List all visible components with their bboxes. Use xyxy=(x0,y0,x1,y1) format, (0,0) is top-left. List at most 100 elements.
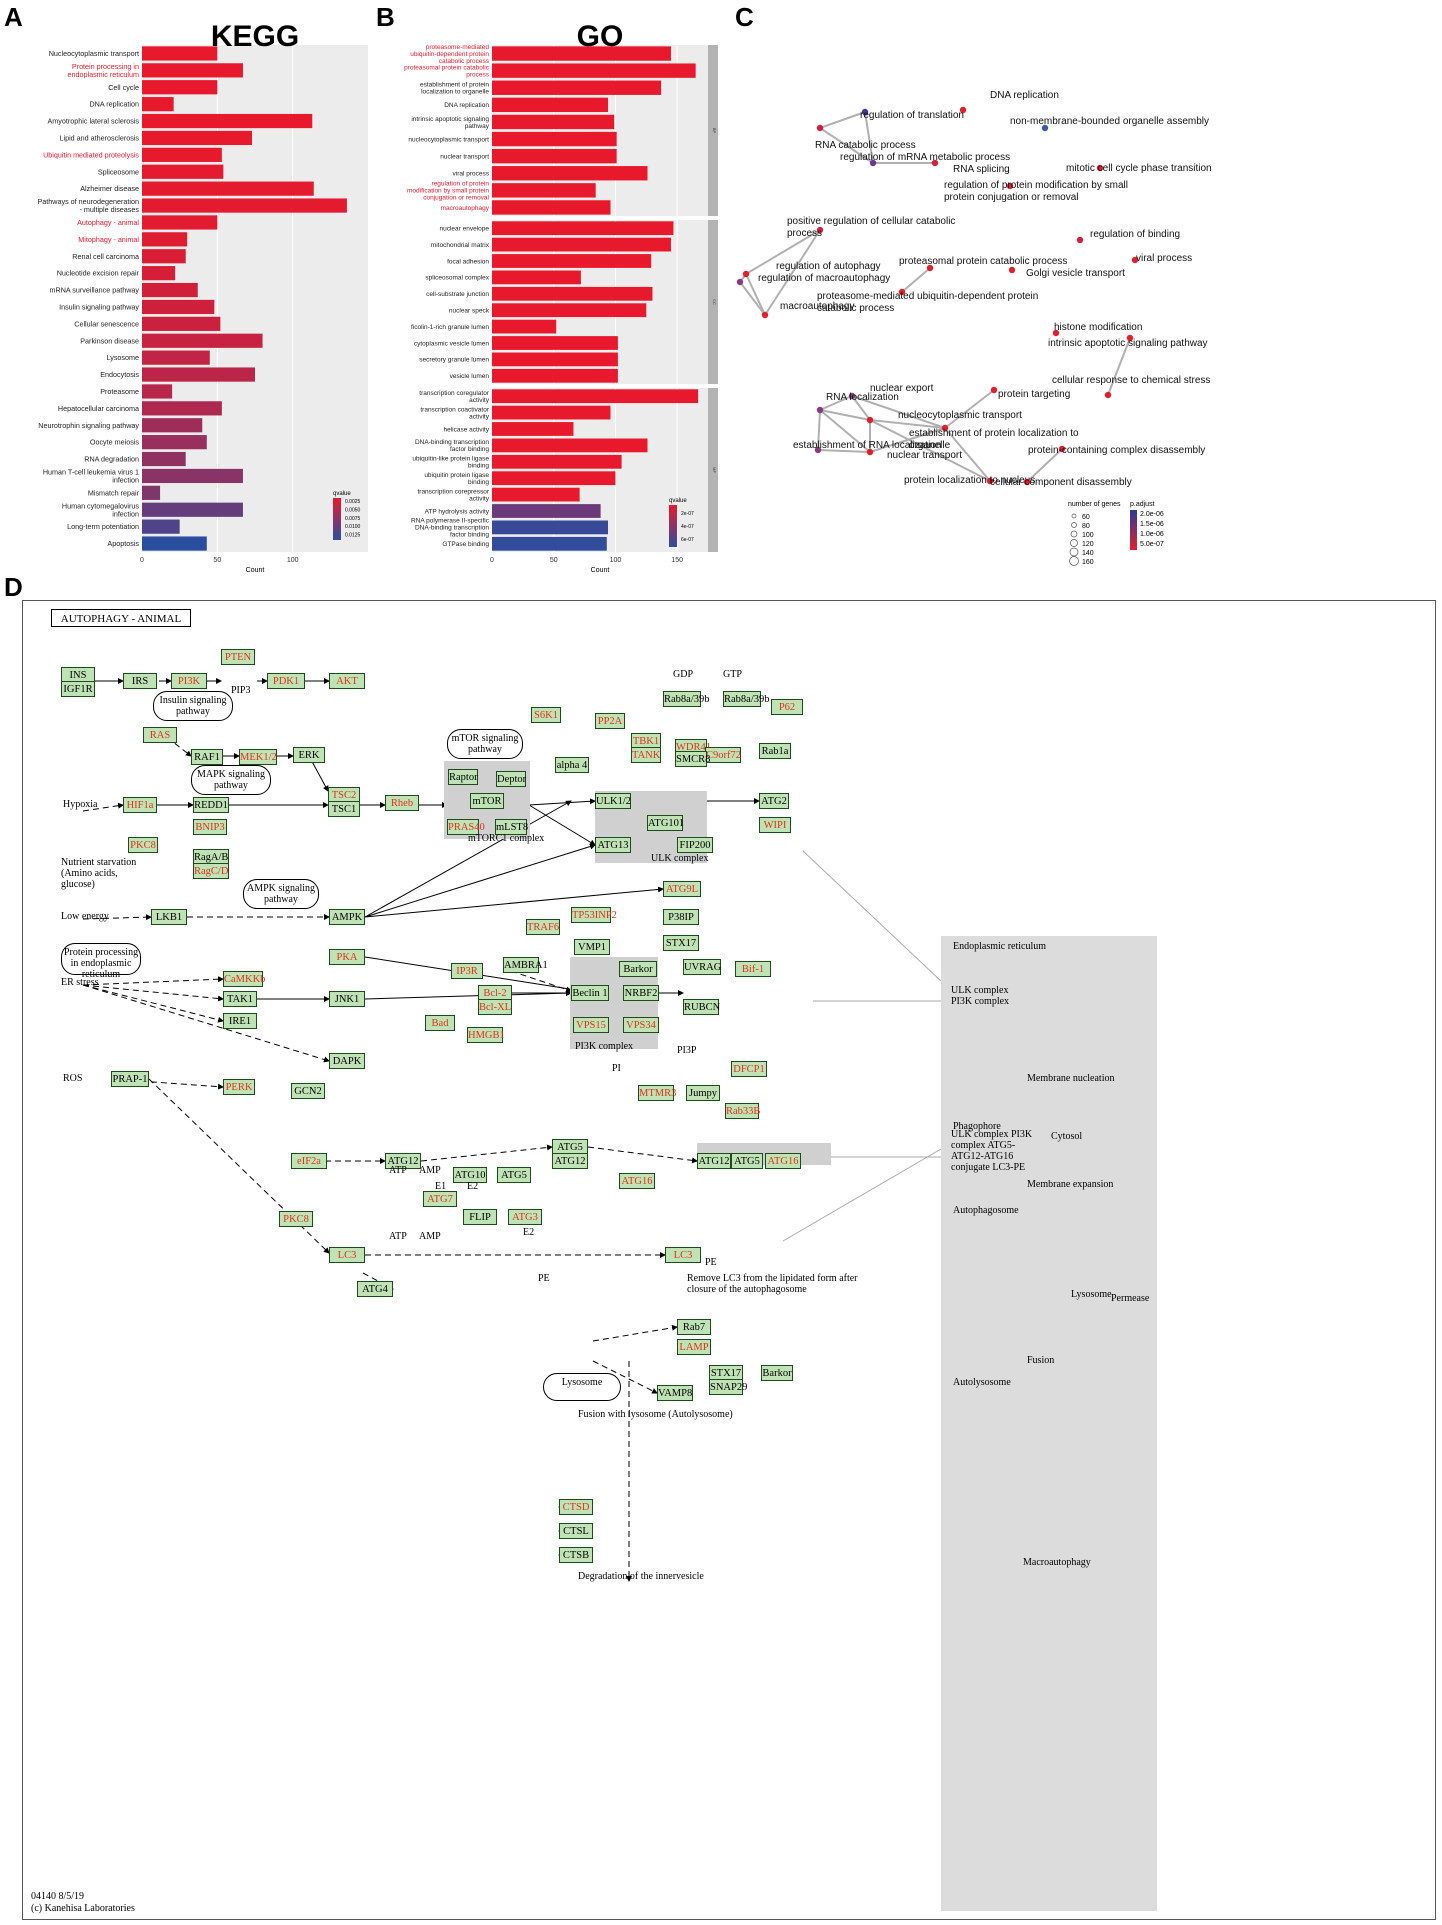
network-node xyxy=(1131,256,1139,264)
network-edge xyxy=(817,409,821,451)
go-bar xyxy=(492,131,617,147)
kegg-bar xyxy=(142,232,188,247)
go-bar xyxy=(492,422,574,436)
pathway-footer-id: 04140 8/5/19 xyxy=(31,1891,85,1902)
pathway-label-e2a: E2 xyxy=(467,1181,479,1192)
go-bar xyxy=(492,114,615,130)
go-y-tick-label: spliceosomal complex xyxy=(425,275,489,282)
network-color-legend-bar xyxy=(1130,510,1137,550)
go-y-tick-label: nucleocytoplasmic transport xyxy=(408,136,489,143)
go-x-tick-label: 150 xyxy=(671,557,683,564)
go-bar xyxy=(492,270,581,285)
go-facet-strip xyxy=(708,388,718,552)
pathway-label-pe1: PE xyxy=(538,1273,550,1284)
go-bar xyxy=(492,319,557,334)
pathway-connector xyxy=(110,1078,224,1090)
gene-box: RAF1 xyxy=(191,749,223,765)
network-node xyxy=(861,108,869,116)
go-bar xyxy=(492,368,618,383)
kegg-legend-tick: 0.0125 xyxy=(345,533,361,539)
go-bar xyxy=(492,80,662,95)
gene-box: AMPK xyxy=(329,909,365,925)
network-size-legend-circle xyxy=(1071,522,1077,528)
gene-box: TANK xyxy=(631,747,661,763)
gene-box: RagC/D xyxy=(193,863,229,879)
gene-box: ATG13 xyxy=(595,837,631,853)
pathway-label-lysosome2: Lysosome xyxy=(1071,1289,1112,1300)
gene-box: Rheb xyxy=(385,795,419,811)
gene-box: PERK xyxy=(223,1079,255,1095)
network-size-legend-circle xyxy=(1069,547,1079,557)
network-node-label: Golgi vesicle transport xyxy=(1026,268,1125,279)
go-facet-strip xyxy=(708,220,718,384)
network-node-label: catabolic process xyxy=(817,303,894,314)
pathway-footer-copyright: (c) Kanehisa Laboratories xyxy=(31,1903,135,1914)
kegg-legend-tick: 0.0025 xyxy=(345,499,361,505)
network-size-legend-value: 140 xyxy=(1082,550,1094,557)
go-bar xyxy=(492,286,653,301)
go-y-tick-label: factor binding xyxy=(450,532,489,539)
gene-box: HIF1a xyxy=(123,797,157,813)
gene-box: MTMR3 xyxy=(638,1085,676,1101)
network-node xyxy=(1096,164,1104,172)
network-node xyxy=(941,424,949,432)
gene-box: ATG2 xyxy=(759,793,789,809)
gene-box: AMBRA1 xyxy=(503,957,548,973)
gene-box: ATG101 xyxy=(647,815,684,831)
pathway-ref-lysosome: Lysosome xyxy=(543,1373,621,1401)
go-bar xyxy=(492,303,647,318)
pathway-label-remove: Remove LC3 from the lipidated form after… xyxy=(687,1273,858,1295)
kegg-y-tick-label: Lysosome xyxy=(107,353,140,362)
network-node-label: protein conjugation or removal xyxy=(944,192,1079,203)
go-y-tick-label: nuclear envelope xyxy=(439,226,489,233)
network-node-label: establishment of protein localization to xyxy=(909,428,1079,439)
pathway-label-pi3k_complex: PI3K complex xyxy=(575,1041,634,1052)
gene-box: STX17 xyxy=(663,935,699,951)
network-edge xyxy=(745,229,821,275)
go-y-tick-label: factor binding xyxy=(450,446,489,453)
pathway-label-autophagosome: Autophagosome xyxy=(953,1205,1019,1216)
pathway-connector xyxy=(528,798,596,806)
gene-box: Jumpy xyxy=(686,1085,720,1101)
pathway-connector xyxy=(420,1144,553,1162)
network-node-label: cellular component disassembly xyxy=(990,477,1132,488)
autophagy-stages-panel xyxy=(941,936,1157,1911)
pathway-connector xyxy=(82,984,330,1063)
pathway-connector xyxy=(82,914,152,921)
gene-box: PI3K xyxy=(171,673,207,689)
gene-box: IRS xyxy=(123,673,157,689)
network-node xyxy=(848,392,856,400)
kegg-y-tick-label: infection xyxy=(112,475,139,484)
network-edge xyxy=(864,111,874,164)
network-node-label: organelle xyxy=(909,440,951,451)
pathway-connector xyxy=(587,1146,698,1164)
go-y-tick-label: focal adhesion xyxy=(447,258,489,265)
go-y-tick-label: modification by small protein xyxy=(407,188,489,195)
gene-box: ATG5 xyxy=(731,1153,763,1169)
network-node-label: intrinsic apoptotic signaling pathway xyxy=(1048,338,1208,349)
go-bar xyxy=(492,352,618,367)
pathway-connector xyxy=(528,804,596,846)
network-edge xyxy=(819,409,871,453)
network-node xyxy=(1023,478,1031,486)
pathway-label-cytosol: Cytosol xyxy=(1051,1131,1083,1142)
go-y-tick-label: activity xyxy=(469,413,490,420)
network-node-label: cellular response to chemical stress xyxy=(1052,375,1210,386)
kegg-y-tick-label: Protein processing in xyxy=(72,62,139,71)
pathway-label-fusion2: Fusion xyxy=(1027,1355,1055,1366)
kegg-legend-tick: 0.0100 xyxy=(345,524,361,530)
kegg-y-tick-label: Renal cell carcinoma xyxy=(72,252,139,261)
go-facet-strip-label: BP xyxy=(712,128,717,134)
network-color-legend-title: p.adjust xyxy=(1130,501,1155,508)
pathway-connector xyxy=(592,1324,678,1342)
kegg-bar xyxy=(142,333,263,348)
gene-box: Rab8a/39b xyxy=(723,691,770,707)
go-bar xyxy=(492,504,601,518)
pathway-label-autolysosome: Autolysosome xyxy=(953,1377,1011,1388)
network-node xyxy=(814,446,822,454)
gene-box: IGF1R xyxy=(61,681,95,697)
pathway-label-amp_1: AMP xyxy=(419,1165,441,1176)
kegg-bar xyxy=(142,536,207,551)
gene-box: Bif-1 xyxy=(735,961,771,977)
kegg-bar xyxy=(142,63,243,78)
